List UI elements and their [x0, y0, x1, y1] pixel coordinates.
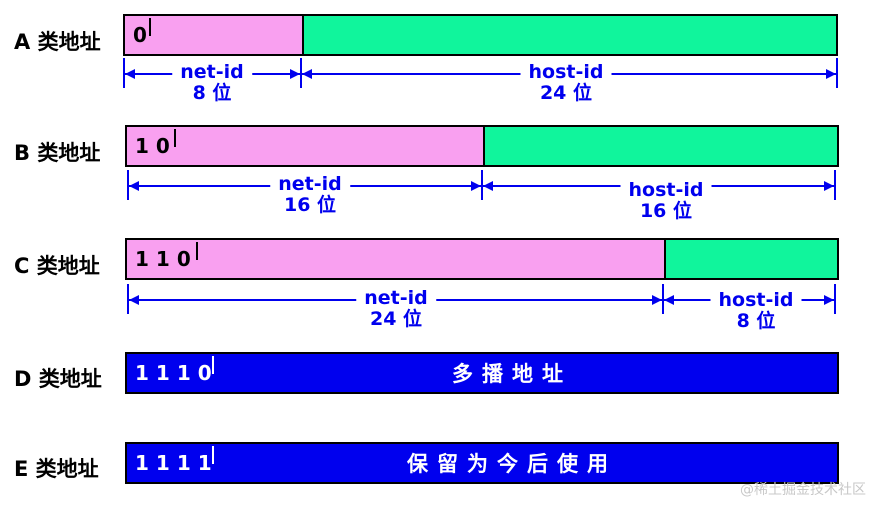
class-a-label: A 类地址: [14, 30, 101, 54]
class-a-host-label: host-id 24 位: [520, 61, 612, 104]
class-c-host-bits: 8 位: [736, 310, 776, 332]
class-b-label: B 类地址: [14, 141, 101, 165]
class-b-host-bits: 16 位: [639, 200, 693, 222]
class-b-bits-divider: [174, 129, 176, 147]
class-c-host-name: host-id: [718, 289, 794, 311]
class-a-net-name: net-id: [180, 61, 244, 83]
class-b-host-arrow-right: [824, 181, 834, 191]
class-a-net-label: net-id 8 位: [172, 62, 252, 104]
class-c-host-segment: [664, 240, 837, 278]
class-e-bits-divider: [212, 446, 214, 464]
class-c-host-arrow-right: [824, 295, 834, 305]
class-a-net-bits: 8 位: [192, 82, 232, 104]
class-a-host-arrow-right: [826, 69, 836, 79]
class-b-dim-mid-tick: [481, 170, 483, 200]
class-b-dim-left-tick: [127, 170, 129, 200]
class-d-bar: 1110 多播地址: [125, 352, 839, 394]
class-a-bar: 0: [123, 14, 838, 56]
class-b-net-segment: [127, 127, 483, 165]
class-d-leading-bits: 1110: [135, 361, 219, 385]
class-c-host-arrow-left: [664, 295, 674, 305]
class-c-host-label: host-id 8 位: [710, 289, 802, 332]
class-a-host-bits: 24 位: [539, 82, 593, 104]
class-b-leading-bits: 10: [135, 134, 177, 158]
class-b-host-label: host-id 16 位: [620, 179, 712, 222]
class-a-dim-right-tick: [836, 58, 838, 88]
class-a-leading-bits: 0: [133, 23, 154, 47]
class-b-host-segment: [483, 127, 837, 165]
class-b-host-name: host-id: [628, 179, 704, 201]
class-b-net-name: net-id: [278, 173, 342, 195]
class-e-bar: 1111 保留为今后使用: [125, 442, 839, 484]
watermark: @稀土掘金技术社区: [740, 482, 866, 498]
class-c-net-arrow-left: [129, 295, 139, 305]
class-b-net-arrow-right: [471, 181, 481, 191]
class-a-host-arrow-left: [302, 69, 312, 79]
class-a-net-arrow-left: [125, 69, 135, 79]
class-d-bits-divider: [212, 356, 214, 374]
class-c-dim-mid-tick: [662, 284, 664, 314]
class-a-host-segment: [302, 16, 836, 54]
class-a-net-segment: [125, 16, 302, 54]
class-c-label: C 类地址: [14, 254, 100, 278]
class-b-net-label: net-id 16 位: [270, 174, 350, 216]
class-c-bits-divider: [196, 242, 198, 260]
class-e-leading-bits: 1111: [135, 451, 219, 475]
class-a-dim-mid-tick: [300, 58, 302, 88]
class-c-bar: 110: [125, 238, 839, 280]
class-c-net-segment: [127, 240, 664, 278]
class-c-net-arrow-right: [652, 295, 662, 305]
class-b-net-bits: 16 位: [283, 194, 337, 216]
class-c-dim-left-tick: [127, 284, 129, 314]
class-a-dim-left-tick: [123, 58, 125, 88]
class-b-bar: 10: [125, 125, 839, 167]
class-b-dim-right-tick: [834, 170, 836, 200]
class-b-net-arrow-left: [129, 181, 139, 191]
class-c-net-label: net-id 24 位: [356, 288, 436, 330]
class-c-dim-right-tick: [834, 284, 836, 314]
class-d-description: 多播地址: [452, 362, 572, 386]
class-e-label: E 类地址: [14, 457, 99, 481]
class-a-host-name: host-id: [528, 61, 604, 83]
class-c-net-bits: 24 位: [369, 308, 423, 330]
class-a-bits-divider: [149, 18, 151, 36]
class-a-net-arrow-right: [290, 69, 300, 79]
class-c-leading-bits: 110: [135, 247, 198, 271]
class-d-label: D 类地址: [14, 367, 102, 391]
class-e-description: 保留为今后使用: [407, 452, 617, 476]
class-b-host-arrow-left: [483, 181, 493, 191]
class-c-net-name: net-id: [364, 287, 428, 309]
